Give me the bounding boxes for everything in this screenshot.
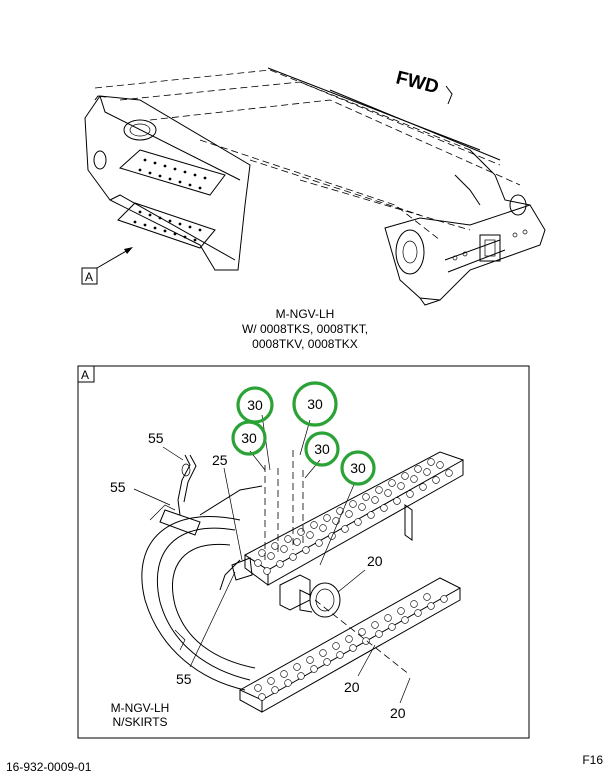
callout-30-highlight-4 (304, 431, 340, 467)
lower-step-holes (254, 593, 448, 701)
callout-30-3: 30 (241, 430, 257, 446)
detail-caption-line-2: N/SKIRTS (112, 715, 167, 729)
step-assembly-detail (141, 450, 465, 713)
callout-30-highlight-5 (340, 450, 376, 486)
callout-20-right: 20 (367, 553, 383, 569)
detail-reference-a: A (81, 247, 133, 285)
callout-55-top: 55 (148, 430, 164, 446)
callout-30-highlight-2 (292, 381, 338, 427)
callout-30-highlight-3 (231, 420, 267, 456)
callout-30-5: 30 (350, 460, 366, 476)
upper-step-holes (254, 458, 453, 575)
callout-25: 25 (212, 452, 228, 468)
sheet-number: F16 (582, 753, 603, 767)
overview-caption: M-NGV-LH W/ 0008TKS, 0008TKT, 0008TKV, 0… (242, 307, 368, 351)
detail-caption-line-1: M-NGV-LH (111, 701, 170, 715)
truck-frame-overview (84, 67, 546, 306)
forward-direction-indicator: FWD (394, 67, 453, 105)
callout-30-2: 30 (307, 396, 323, 412)
detail-frame-tag (77, 365, 95, 383)
detail-caption: M-NGV-LH N/SKIRTS (111, 701, 170, 729)
callout-20-bottom: 20 (390, 705, 406, 721)
callout-20-lower: 20 (344, 679, 360, 695)
callout-30-4: 30 (314, 441, 330, 457)
detail-frame-label: A (81, 368, 89, 382)
fwd-arrow-icon (445, 85, 453, 105)
detail-view-frame (77, 365, 530, 739)
fwd-label: FWD (394, 67, 441, 98)
callout-30-1: 30 (247, 397, 263, 413)
detail-reference-a-label: A (85, 270, 93, 284)
overview-caption-line-2: W/ 0008TKS, 0008TKT, (242, 322, 368, 336)
callout-55-bottom: 55 (176, 671, 192, 687)
callout-55-middle: 55 (110, 479, 126, 495)
callouts: 55 55 25 55 20 20 20 30 30 30 30 30 (110, 381, 406, 721)
drawing-number: 16-932-0009-01 (6, 760, 92, 774)
overview-caption-line-3: 0008TKV, 0008TKX (252, 337, 358, 351)
leader-arrow-icon (124, 247, 133, 254)
overview-caption-line-1: M-NGV-LH (276, 307, 335, 321)
